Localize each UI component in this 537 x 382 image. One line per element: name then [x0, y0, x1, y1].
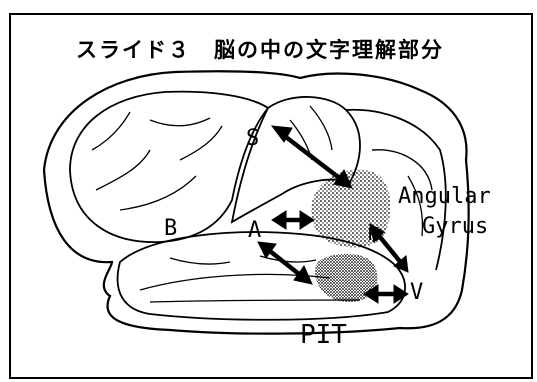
label-gyrus: Gyrus [422, 216, 488, 238]
label-angular: Angular [398, 186, 491, 208]
slide-title: スライド３ 脳の中の文字理解部分 [76, 34, 444, 64]
label-s: S [246, 128, 259, 150]
label-a: A [248, 220, 261, 242]
label-k: K [368, 226, 379, 244]
label-v: V [410, 282, 423, 304]
label-b: B [164, 218, 177, 240]
label-pit: PIT [300, 322, 347, 348]
